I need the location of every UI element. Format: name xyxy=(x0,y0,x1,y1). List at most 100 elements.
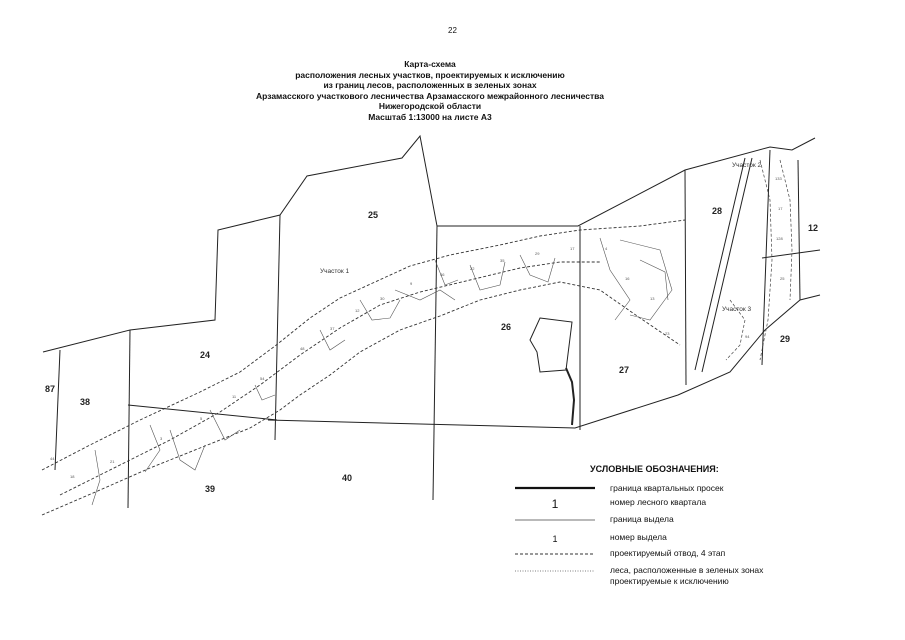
vydel-number: 3 xyxy=(160,436,163,441)
vydel-number: 17 xyxy=(778,206,783,211)
vydel-number: 12 xyxy=(355,308,360,313)
title-line-3: из границ лесов, расположенных в зеленых… xyxy=(323,80,537,90)
vydel-line-12 xyxy=(434,259,459,286)
vydel-number: 9 xyxy=(410,281,413,286)
legend-label-projected-allotment: проектируемый отвод, 4 этап xyxy=(610,548,726,558)
legend-sample-dashed-line xyxy=(515,553,595,555)
vydel-boundaries xyxy=(91,237,673,506)
legend-row-projected-allotment: проектируемый отвод, 4 этап xyxy=(510,548,840,562)
vydel-line-2 xyxy=(144,424,161,473)
vydel-line-11 xyxy=(639,259,669,301)
quarter-number-38: 38 xyxy=(80,397,90,407)
vydel-number: 5 xyxy=(200,416,203,421)
vydel-number: 128 xyxy=(776,236,783,241)
boundary-38-87 xyxy=(54,349,61,471)
legend-label-quarter-number: номер лесного квартала xyxy=(610,497,707,507)
quarter-number-25: 25 xyxy=(368,210,378,220)
vydel-number: 30 xyxy=(380,296,385,301)
vydel-number: 23 xyxy=(665,331,670,336)
plot-label-1: Участок 1 xyxy=(320,268,350,275)
right-corridor-edge-b xyxy=(779,159,793,301)
legend-label-vydel-number: номер выдела xyxy=(610,532,667,542)
boundary-12-29 xyxy=(761,249,821,259)
vydel-number: 44 xyxy=(50,456,55,461)
plot-label-2: Участок 2 xyxy=(732,162,762,169)
boundary-24-39 xyxy=(127,404,278,421)
corridor-north-edge xyxy=(41,219,686,471)
legend-label-vydel-boundary: граница выдела xyxy=(610,514,674,524)
legend-sample-dotted-line xyxy=(515,570,595,572)
legend-row-green-zone-forests: леса, расположенные в зеленых зонах прое… xyxy=(510,565,840,593)
vydel-line-5 xyxy=(359,299,401,321)
boundary-25-24 xyxy=(274,214,281,441)
quarter-numbers: 25 24 26 27 28 12 29 38 87 39 40 xyxy=(45,206,818,494)
projected-corridor xyxy=(41,219,686,516)
boundary-24-38 xyxy=(127,329,131,509)
vydel-number: 17 xyxy=(570,246,575,251)
vydel-number: 48 xyxy=(300,346,305,351)
legend-label-green-zone-line-2: проектируемые к исключению xyxy=(610,576,729,586)
corridor-inner-1 xyxy=(59,261,600,496)
boundary-27-28 xyxy=(684,169,687,386)
right-corridor xyxy=(725,159,793,361)
vydel-line-8 xyxy=(519,254,556,283)
quarter-boundaries xyxy=(42,134,821,509)
legend-sample-quarter-number: 1 xyxy=(551,497,559,511)
vydel-line-3 xyxy=(169,429,206,471)
right-corridor-edge-a xyxy=(759,159,773,361)
legend-sample-vydel-number: 1 xyxy=(552,534,558,544)
road-line-a xyxy=(694,157,746,371)
south-east-boundary xyxy=(267,294,821,429)
vydel-number: 94 xyxy=(745,334,750,339)
vydel-line-6 xyxy=(394,289,456,301)
vydel-number: 25 xyxy=(780,276,785,281)
legend-label-quarter-boundary: граница квартальных просек xyxy=(610,483,724,493)
map-title: Карта-схема расположения лесных участков… xyxy=(190,59,670,122)
vydel-line-4 xyxy=(209,409,241,441)
quarter-number-28: 28 xyxy=(712,206,722,216)
quarter-number-39: 39 xyxy=(205,484,215,494)
vydel-number: 13 xyxy=(650,296,655,301)
quarter-number-87: 87 xyxy=(45,384,55,394)
plot-labels: Участок 1 Участок 2 Участок 3 xyxy=(320,162,762,313)
legend-label-green-zone-line-1: леса, расположенные в зеленых зонах xyxy=(610,565,764,575)
quarter-number-29: 29 xyxy=(780,334,790,344)
vydel-number: 21 xyxy=(110,459,115,464)
vydel-number: 22 xyxy=(470,266,475,271)
vydel-number: 37 xyxy=(330,326,335,331)
title-line-4: Арзамасского участкового лесничества Арз… xyxy=(256,90,604,101)
vydel-number: 29 xyxy=(535,251,540,256)
quarter-number-27: 27 xyxy=(619,365,629,375)
north-boundary xyxy=(42,134,816,353)
vydel-number: 11 xyxy=(232,394,237,399)
vydel-line-7 xyxy=(469,261,506,291)
legend-sample-thick-line xyxy=(515,486,595,490)
right-corridor-edge-c xyxy=(725,299,746,361)
vydel-number: 18 xyxy=(70,474,75,479)
title-line-2: расположения лесных участков, проектируе… xyxy=(295,69,565,80)
enclosed-parcel xyxy=(529,317,573,373)
vydel-line-10 xyxy=(619,239,673,321)
boundary-25-26 xyxy=(432,225,438,501)
vydel-number: 35 xyxy=(500,258,505,263)
quarter-number-24: 24 xyxy=(200,350,210,360)
quarter-number-40: 40 xyxy=(342,473,352,483)
vydel-number: 133 xyxy=(775,176,782,181)
title-line-6: Масштаб 1:13000 на листе А3 xyxy=(368,111,492,122)
legend-row-vydel-number: 1 номер выдела xyxy=(510,532,840,546)
vydel-number: 16 xyxy=(625,276,630,281)
legend-sample-thin-line xyxy=(515,519,595,521)
quarter-number-12: 12 xyxy=(808,223,818,233)
vydel-number: 4 xyxy=(605,246,608,251)
vydel-line-1 xyxy=(91,449,101,506)
title-line-5: Нижегородской области xyxy=(378,101,482,111)
corridor-south-edge xyxy=(41,281,681,516)
quarter-number-26: 26 xyxy=(501,322,511,332)
legend-label-green-zone-forests: леса, расположенные в зеленых зонах прое… xyxy=(610,565,763,587)
drain-line xyxy=(565,367,576,426)
vydel-line-14 xyxy=(254,384,276,401)
road-line-b xyxy=(701,157,753,373)
plot-label-3: Участок 3 xyxy=(722,306,752,313)
legend-title: УСЛОВНЫЕ ОБОЗНАЧЕНИЯ: xyxy=(590,464,719,474)
